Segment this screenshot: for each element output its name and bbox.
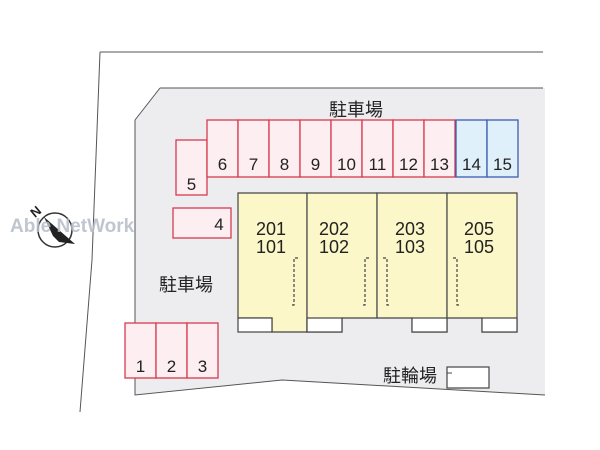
parking-space-4: 4 [172,207,232,239]
parking-space-number: 4 [214,215,223,234]
parking-space-number: 13 [430,155,449,174]
building-unit-202-102: 202 102 [306,192,378,333]
parking-space-number: 14 [462,155,481,174]
parking-space-number: 11 [369,155,387,174]
parking-space-12: 12 [392,119,425,178]
parking-space-5: 5 [175,139,208,196]
building-unit-201-101: 201 101 [237,192,308,333]
parking-space-11: 11 [361,119,394,178]
unit-number-lower: 102 [319,237,349,257]
parking-spaces: 1 2 3 4 5 6 7 8 [124,119,519,379]
parking-space-number: 6 [218,155,227,174]
watermark-text: Able NetWork [10,216,135,237]
bicycle-parking-label: 駐輪場 [383,366,437,387]
parking-space-6: 6 [206,119,239,178]
parking-space-number: 2 [167,357,176,376]
parking-label-top: 駐車場 [329,100,383,121]
parking-space-8: 8 [268,119,301,178]
parking-space-number: 12 [399,155,418,174]
parking-space-10: 10 [330,119,363,178]
parking-space-number: 1 [136,357,145,376]
parking-space-7: 7 [237,119,270,178]
unit-number-lower: 101 [256,237,286,257]
building-unit-205-105: 205 105 [446,192,518,333]
building: 201 101 202 102 203 103 205 105 [237,192,518,333]
parking-label-left: 駐車場 [159,275,213,296]
parking-space-2: 2 [155,322,188,379]
bicycle-parking-box [446,366,490,389]
unit-number-lower: 103 [395,237,425,257]
parking-space-number: 9 [311,155,320,174]
parking-space-number: 7 [249,155,258,174]
unit-number-upper: 203 [395,219,425,239]
unit-number-upper: 205 [464,219,494,239]
parking-space-number: 3 [198,357,207,376]
parking-space-number: 5 [187,175,196,194]
parking-space-number: 8 [280,155,289,174]
parking-space-number: 10 [337,155,356,174]
parking-space-number: 15 [493,155,512,174]
parking-space-15: 15 [486,119,519,178]
parking-space-3: 3 [186,322,219,379]
boundary-lines [79,51,546,413]
parking-space-14: 14 [455,119,488,178]
parking-space-1: 1 [124,322,157,379]
parking-space-13: 13 [423,119,456,178]
building-unit-203-103: 203 103 [376,192,448,333]
unit-number-upper: 201 [256,219,286,239]
parking-space-9: 9 [299,119,332,178]
unit-number-lower: 105 [464,237,494,257]
unit-number-upper: 202 [319,219,349,239]
